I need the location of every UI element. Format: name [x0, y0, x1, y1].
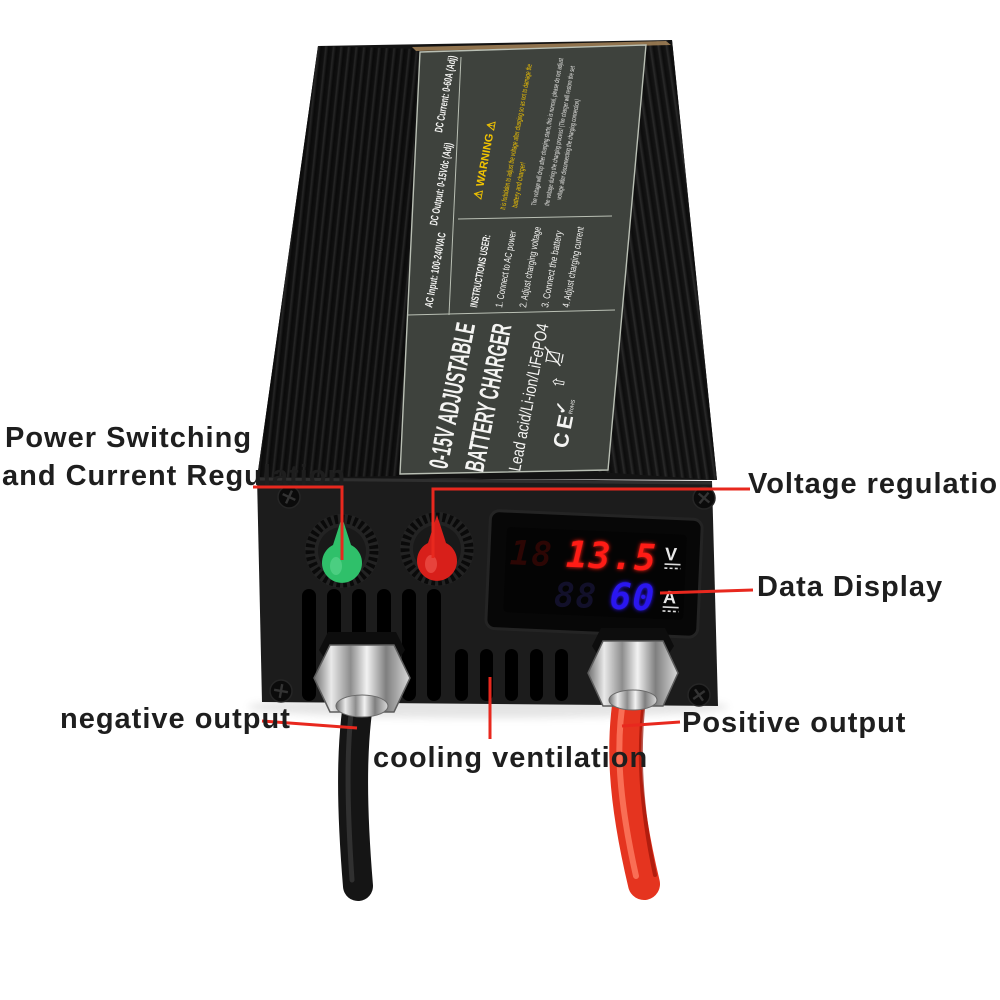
gland-hex-nut [313, 644, 411, 713]
screw-bottom-left [269, 679, 293, 703]
voltage-regulation-pointer-line [431, 487, 750, 558]
annotation-data-display: Data Display [757, 571, 943, 603]
vent-slot [530, 649, 543, 701]
gland-hex-nut [587, 640, 679, 707]
positive-output-assembly [587, 628, 679, 900]
gland-ring [608, 689, 658, 711]
product-label: AC Input: 100-240VAC DC Output: 0-15Vdc … [399, 44, 647, 475]
red-knob-pointer [417, 515, 458, 581]
annotation-voltage-regulation: Voltage regulation [748, 468, 1000, 500]
svg-text:✓: ✓ [552, 400, 571, 416]
label-panel [399, 44, 647, 475]
left-heatsink-fins [257, 46, 418, 478]
current-ghost-digits: 88 [553, 575, 598, 617]
vent-slot [427, 589, 441, 701]
current-readout: 60 [609, 577, 656, 620]
meter-screen [503, 527, 687, 620]
voltage-ghost-digits: 18 [509, 533, 554, 575]
knob-highlight [330, 557, 342, 575]
annotation-negative-output: negative output [60, 703, 291, 735]
vent-slot [505, 649, 518, 701]
label-divider-warning [457, 215, 613, 220]
annotation-lines [253, 485, 754, 739]
volt-unit: V [664, 544, 681, 570]
vent-slot [555, 649, 568, 701]
weee-crossed-bin-icon [544, 346, 564, 367]
vent-slot [455, 649, 468, 701]
annotation-power-switching-line2: and Current Regulation [2, 460, 346, 492]
power-switching-pointer-line [253, 485, 344, 560]
positive-output-pointer-line [621, 720, 681, 728]
annotation-positive-output: Positive output [682, 707, 906, 739]
svg-text:RoHS: RoHS [568, 399, 577, 415]
annotation-cooling-ventilation: cooling ventilation [373, 742, 648, 774]
digital-meter: 18 13.5 88 60 V A [484, 509, 704, 639]
data-display-pointer-line [659, 588, 754, 595]
voltage-regulation-knob[interactable] [400, 512, 474, 586]
label-divider-title [406, 309, 616, 316]
cable-shadow-edge [638, 698, 657, 877]
knob-highlight [425, 555, 437, 573]
gland-ring [335, 694, 389, 718]
svg-text:V: V [665, 544, 678, 565]
negative-output-pointer-line [261, 719, 358, 730]
screw-bottom-right [687, 683, 711, 707]
vent-slot [302, 589, 316, 701]
voltage-readout: 13.5 [565, 535, 657, 580]
end-cap-edge [412, 41, 671, 51]
arrow-up-icon: ⇧ [550, 374, 569, 390]
label-divider-specs [448, 56, 462, 316]
negative-output-assembly [313, 632, 411, 901]
cable-highlight [616, 692, 639, 879]
svg-text:A: A [663, 587, 677, 608]
screw-top-right [692, 486, 716, 510]
right-heatsink-fins [598, 40, 717, 480]
rohs-icon: ✓ RoHS [552, 399, 577, 416]
front-bevel-edge [257, 477, 713, 485]
annotation-power-switching-line1: Power Switching [5, 422, 252, 454]
